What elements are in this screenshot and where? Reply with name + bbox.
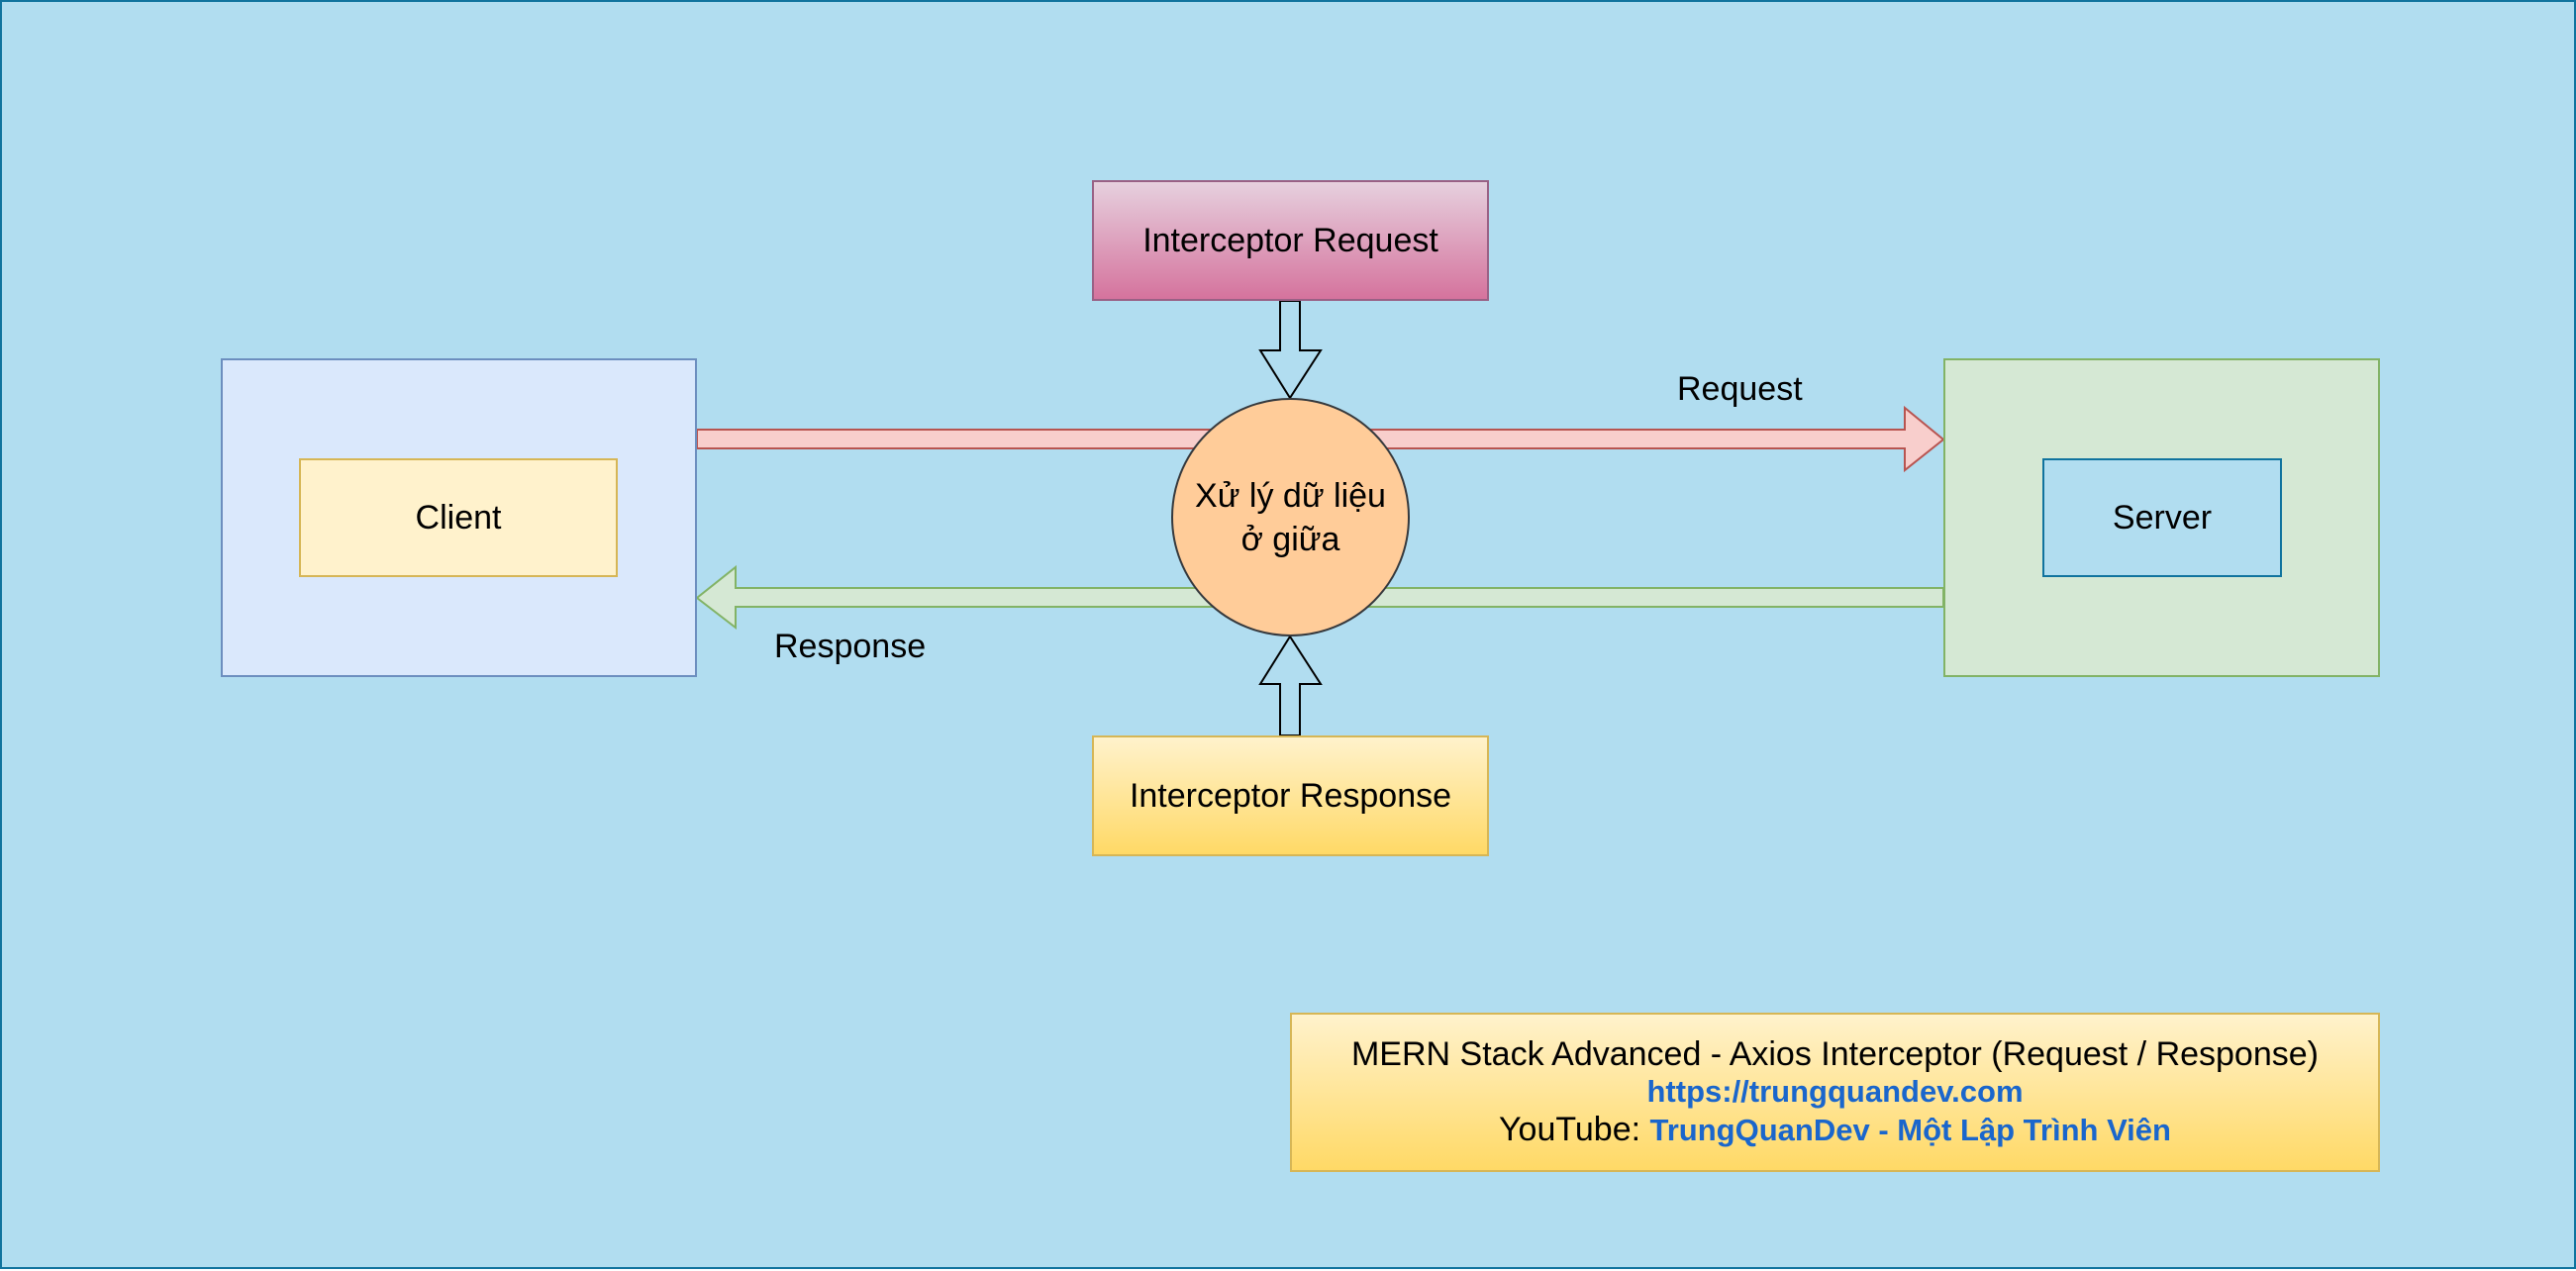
client-node: Client	[299, 458, 618, 577]
request-label: Request	[1677, 370, 1803, 408]
youtube-line: YouTube: TrungQuanDev - Một Lập Trình Vi…	[1499, 1111, 2171, 1149]
youtube-prefix: YouTube:	[1499, 1111, 1650, 1148]
interceptor-response-node: Interceptor Response	[1092, 735, 1489, 856]
middle-processing-node: Xử lý dữ liệu ở giữa	[1171, 398, 1410, 636]
server-node: Server	[2042, 458, 2282, 577]
middle-label-line-2: ở giữa	[1240, 520, 1340, 558]
info-box: MERN Stack Advanced - Axios Interceptor …	[1290, 1013, 2380, 1172]
interceptor-response-arrow	[1258, 635, 1323, 736]
interceptor-request-arrow	[1258, 300, 1323, 400]
interceptor-request-node: Interceptor Request	[1092, 180, 1489, 301]
response-label: Response	[774, 628, 927, 665]
middle-label-line-1: Xử lý dữ liệu	[1195, 476, 1386, 515]
info-title: MERN Stack Advanced - Axios Interceptor …	[1350, 1035, 2319, 1073]
website-link[interactable]: https://trungquandev.com	[1646, 1074, 2024, 1109]
youtube-channel-link[interactable]: TrungQuanDev - Một Lập Trình Viên	[1649, 1113, 2171, 1147]
